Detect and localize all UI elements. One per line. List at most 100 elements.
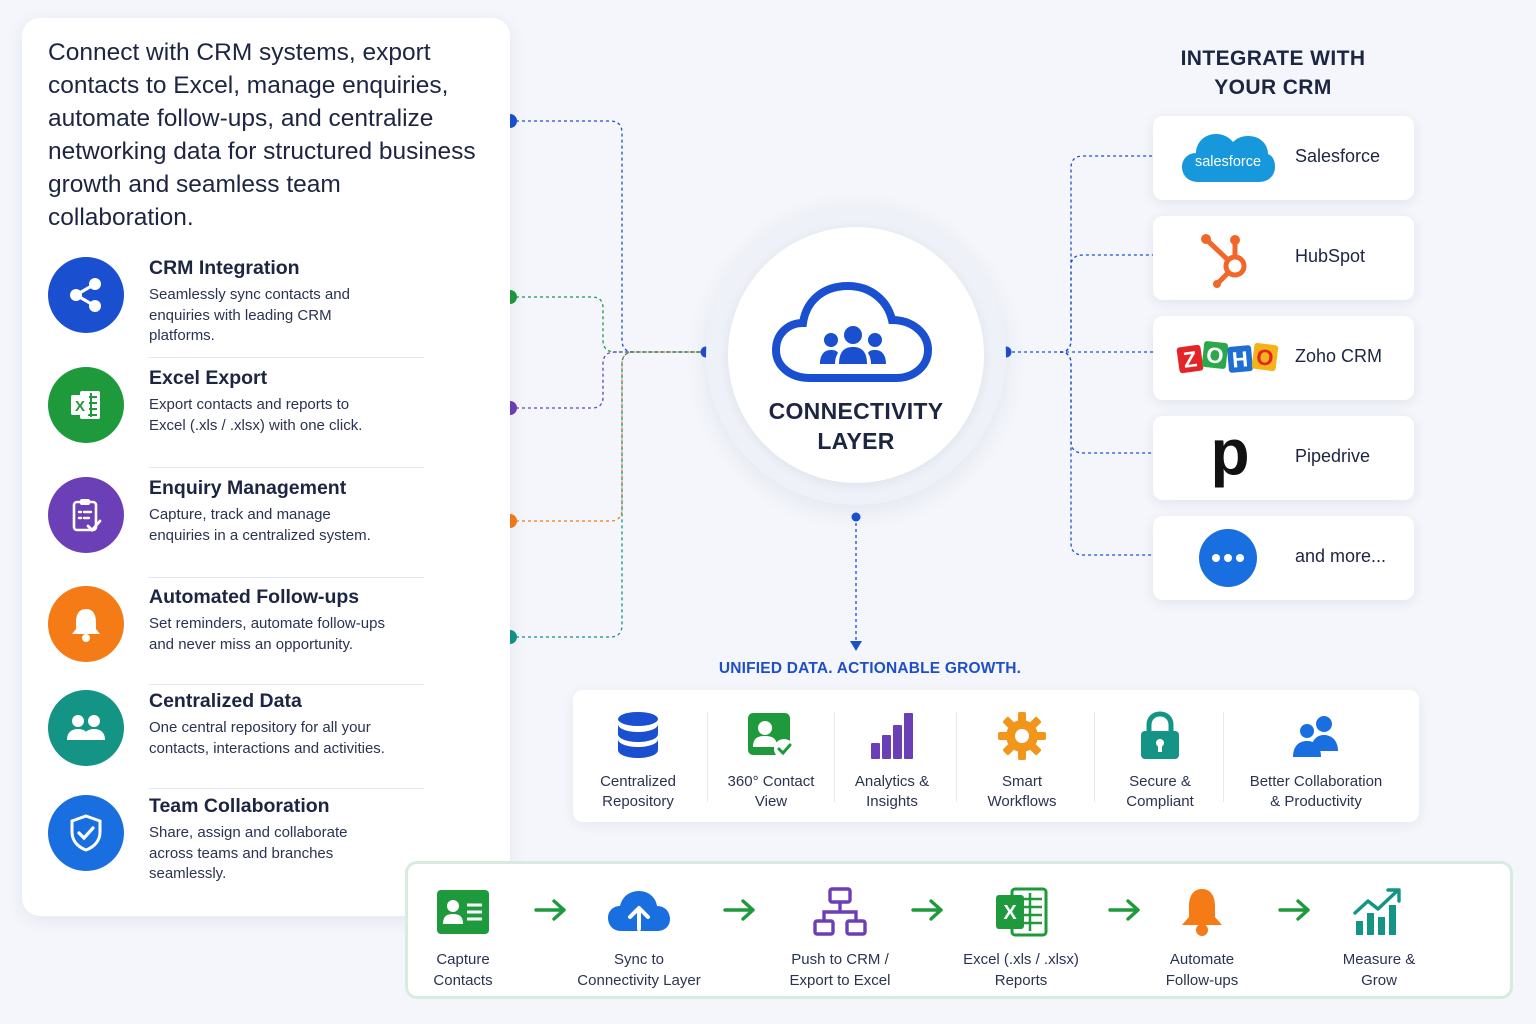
connector-crm-integration [510,120,706,353]
crm-heading-line: INTEGRATE WITH [1180,47,1366,70]
hub-title-line: LAYER [817,428,895,454]
connector-more [1059,351,1153,556]
salesforce-logo: salesforce [1173,124,1283,192]
feature-description: Capture, track and manage enquiries in a… [149,506,371,544]
step-label: Reports [994,971,1048,989]
crm-name: and more... [1295,546,1387,566]
arrow-right-icon [723,899,755,921]
connector-followups [510,351,706,522]
feature-centralized-data: Centralized Data One central repository … [48,690,428,790]
cloud-upload-icon [607,884,671,940]
svg-text:p: p [1210,426,1249,488]
divider [148,684,424,685]
feature-title: Automated Follow-ups [149,586,360,608]
lock-icon [1130,708,1190,764]
arrow-right-icon [534,899,566,921]
crm-card-pipedrive[interactable]: p Pipedrive [1153,416,1414,500]
feature-enquiry-management: Enquiry Management Capture, track and ma… [48,477,428,577]
step-measure-grow: Measure &Grow [1329,884,1429,991]
gear-icon [992,708,1052,764]
divider [1094,712,1095,802]
connector-dot [851,512,861,522]
benefit-label: Analytics & [854,773,930,790]
benefit-label: Compliant [1126,793,1194,810]
divider [956,712,957,802]
benefit-label: & Productivity [1270,793,1362,810]
benefit-label: Secure & [1129,773,1191,790]
more-dots-icon [1173,524,1283,592]
feature-description: Share, assign and collaborate across tea… [149,824,348,882]
crm-name: Salesforce [1295,146,1381,166]
connector-centralized [510,351,706,638]
people-icon [1286,708,1346,764]
feature-description: One central repository for all your cont… [149,719,385,757]
shield-icon [48,795,124,871]
step-label: Measure & [1342,951,1416,968]
id-card-icon [431,884,495,940]
benefit-label: Smart [1001,773,1042,790]
step-label: Sync to [613,951,665,968]
step-label: Contacts [433,971,493,989]
divider [834,712,835,802]
database-icon [608,708,668,764]
feature-description: Seamlessly sync contacts and enquiries w… [149,286,350,344]
step-excel-reports: X Excel (.xls / .xlsx) Reports [951,884,1091,991]
feature-title: Excel Export [149,367,268,389]
feature-crm-integration: CRM Integration Seamlessly sync contacts… [48,257,428,357]
feature-title: CRM Integration [149,257,300,279]
step-label: Excel (.xls / .xlsx) [963,951,1079,968]
benefit-secure-compliant: Secure & Compliant [1110,708,1210,812]
svg-text:O: O [1205,342,1225,369]
bell-icon [48,586,124,662]
divider [148,788,424,789]
growth-chart-icon [1347,884,1411,940]
crm-name: HubSpot [1295,246,1366,266]
crm-card-salesforce[interactable]: salesforce Salesforce [1153,116,1414,200]
clipboard-icon [48,477,124,553]
benefit-label: View [754,793,788,810]
benefit-analytics-insights: Analytics &Insights [842,708,942,812]
step-label: Automate [1169,951,1235,968]
svg-text:Z: Z [1182,346,1199,373]
step-label: Follow-ups [1165,971,1239,989]
feature-team-collaboration: Team Collaboration Share, assign and col… [48,795,428,895]
step-label: Capture [436,951,490,968]
intro-text: Connect with CRM systems, export contact… [48,39,476,231]
crm-card-zoho[interactable]: Z O H O Zoho CRM [1153,316,1414,400]
feature-title: Enquiry Management [149,477,347,499]
arrow-down-icon [850,641,862,651]
excel-icon: X [989,884,1053,940]
crm-card-hubspot[interactable]: HubSpot [1153,216,1414,300]
hub-title: CONNECTIVITY LAYER [740,396,972,456]
share-icon [48,257,124,333]
bell-icon [1170,884,1234,940]
feature-title: Team Collaboration [149,795,330,817]
arrow-right-icon [1108,899,1140,921]
divider [707,712,708,802]
benefit-label: Centralized [600,773,676,790]
step-label: Export to Excel [789,971,891,989]
divider [148,467,424,468]
arrow-right-icon [1278,899,1310,921]
workflow-bar [405,861,1513,999]
feature-title: Centralized Data [149,690,302,712]
connector-hubspot [1059,254,1153,353]
connector-pipedrive [1059,351,1153,454]
step-push-crm: Push to CRM / Export to Excel [770,884,910,991]
cloud-icon [771,281,933,382]
svg-text:H: H [1231,346,1249,372]
step-label: Push to CRM / [791,951,889,968]
svg-text:X: X [75,398,85,415]
benefit-label: 360° Contact [727,773,815,790]
connector-excel-export [510,296,706,353]
crm-heading-line: YOUR CRM [1214,76,1332,99]
crm-card-more[interactable]: and more... [1153,516,1414,600]
crm-heading: INTEGRATE WITH YOUR CRM [1150,44,1396,102]
arrow-right-icon [911,899,943,921]
